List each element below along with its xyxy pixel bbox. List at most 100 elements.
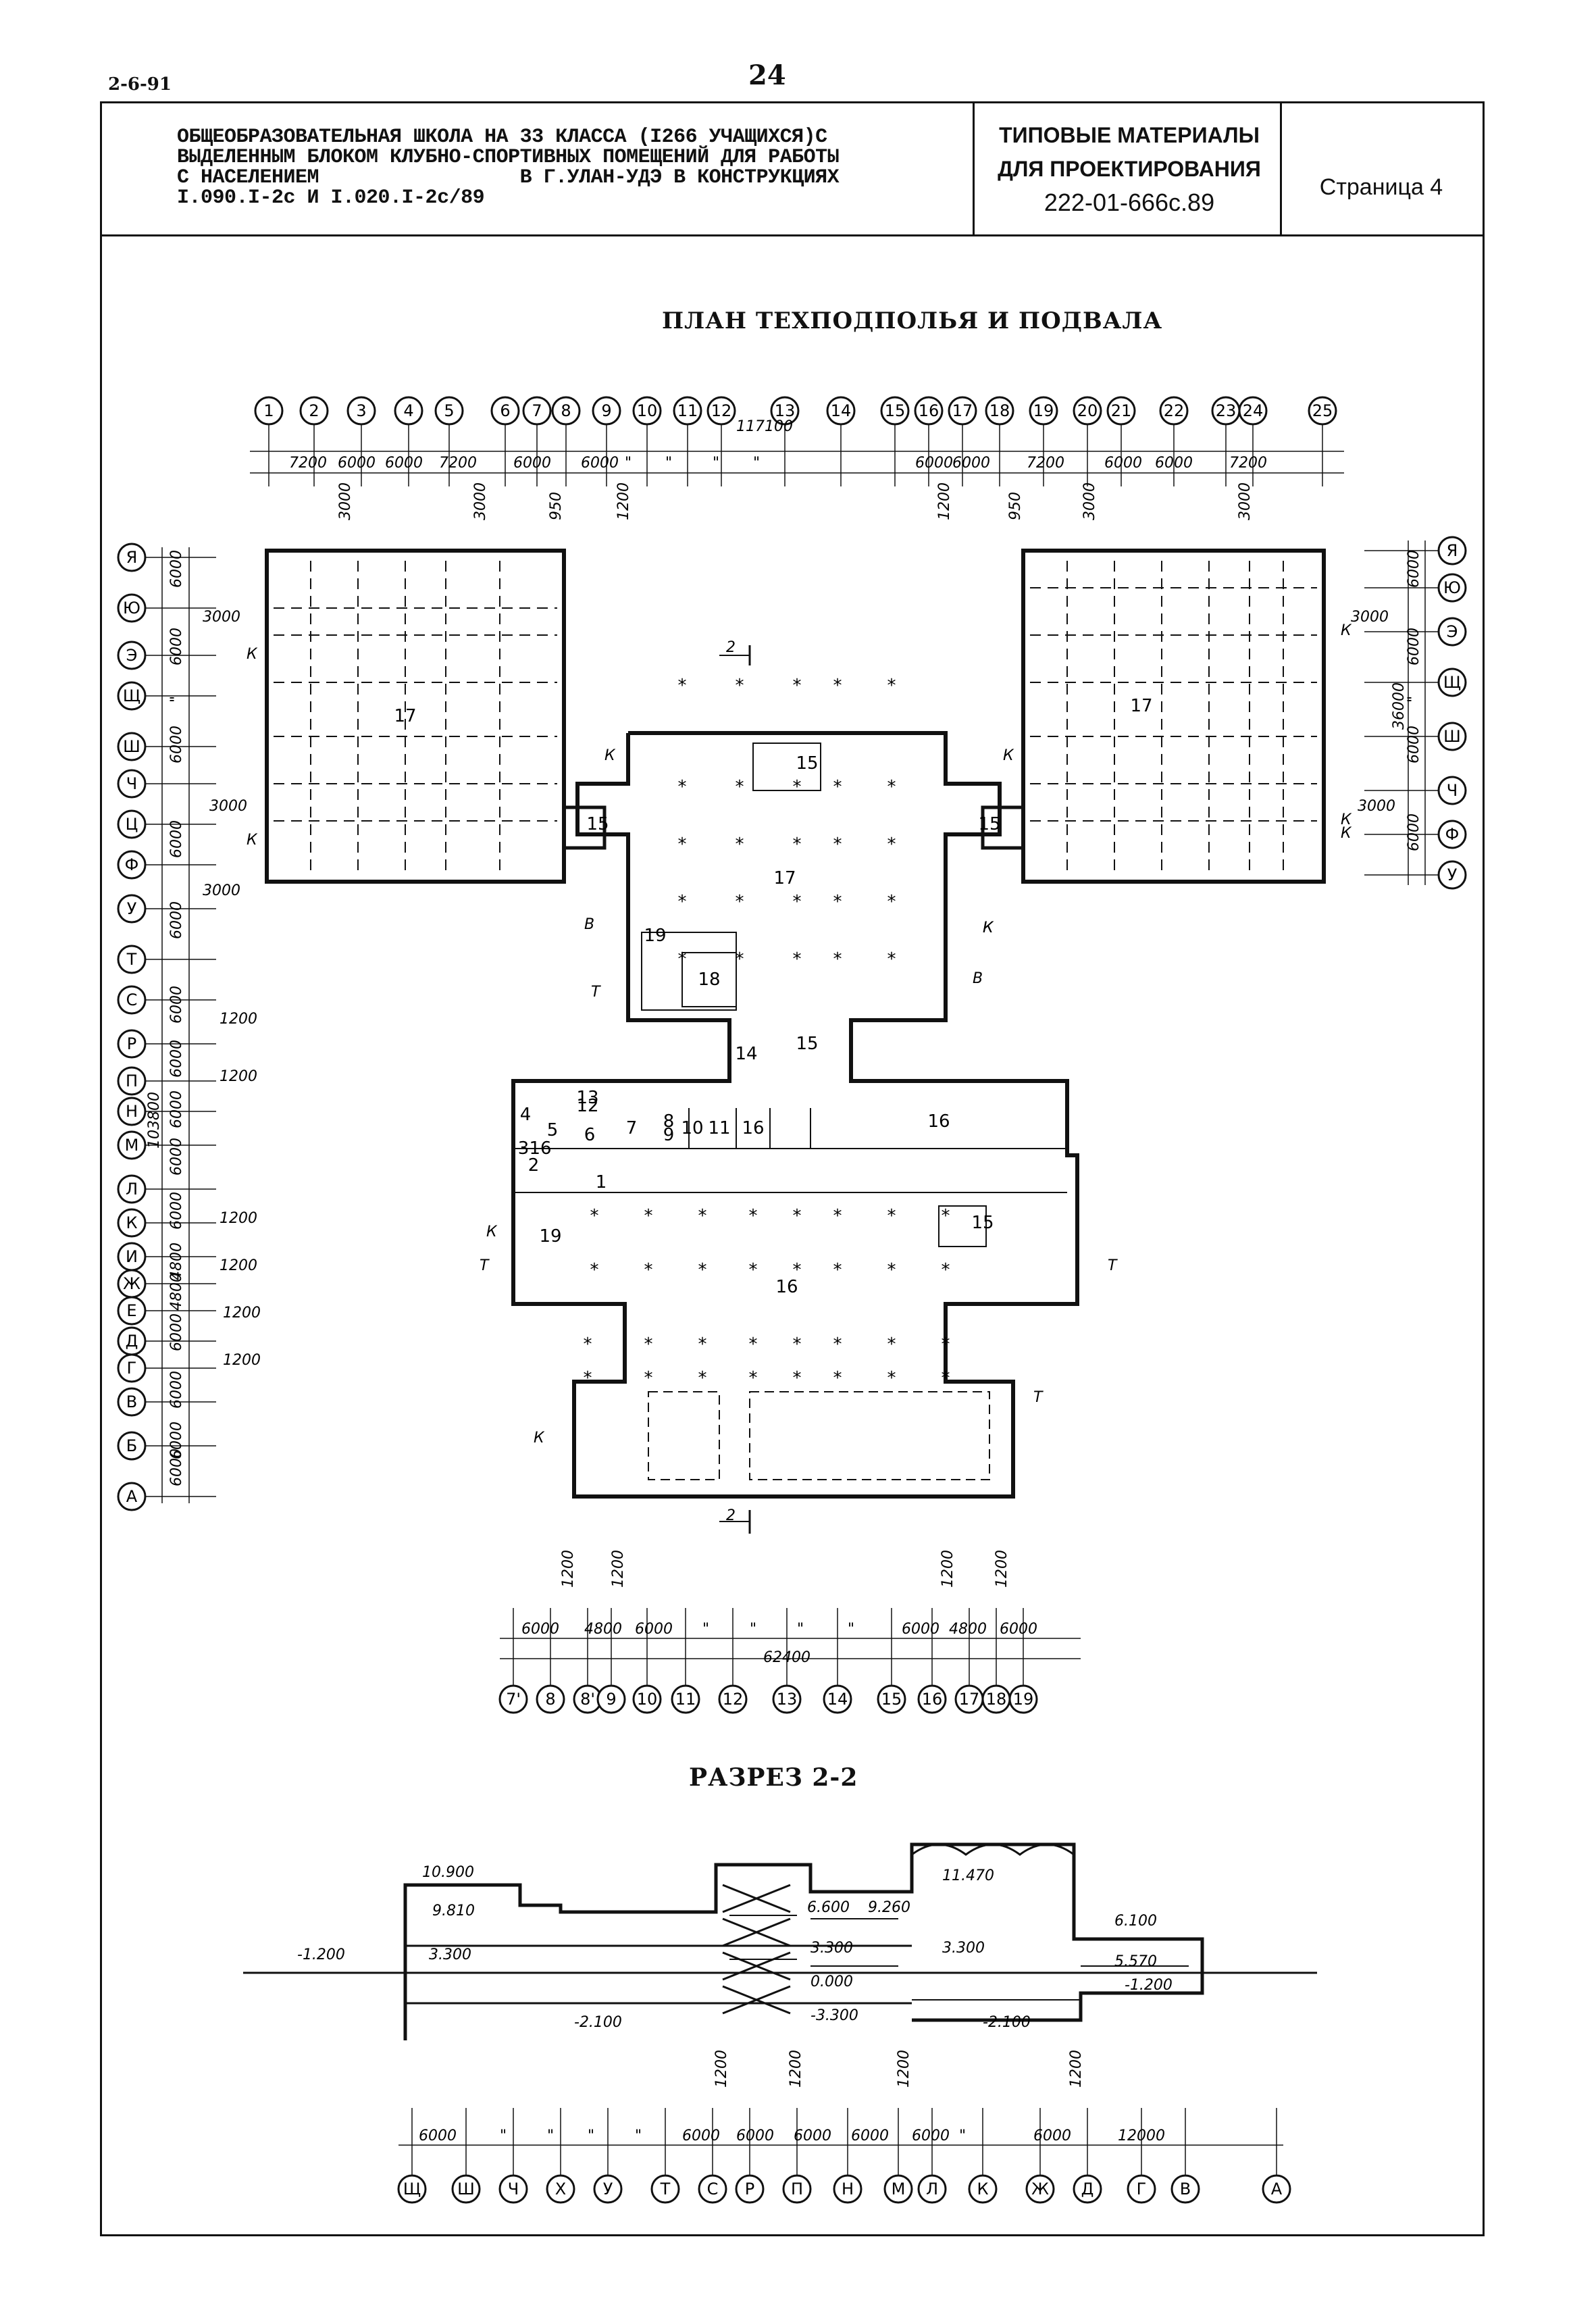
section-dimension: 6000 xyxy=(682,2128,720,2144)
top-dimension: 6000 xyxy=(952,455,990,472)
left-axis-bubble xyxy=(117,1353,147,1383)
right-axis-bubble xyxy=(1437,617,1467,647)
cut-marker: Т xyxy=(1108,1257,1118,1274)
top-axis-bubble xyxy=(1106,396,1136,426)
room-number: 15 xyxy=(796,753,818,774)
level-mark: 11.470 xyxy=(942,1867,994,1884)
left-axis-bubble-label: Л xyxy=(126,1180,138,1199)
left-side-dimension: 1200 xyxy=(220,1068,257,1085)
section-axis-bubble-label: Д xyxy=(1081,2180,1094,2198)
section-axis-bubble-label: Щ xyxy=(403,2180,421,2198)
bottom-dimension: 6000 xyxy=(902,1621,939,1638)
column-mark: * xyxy=(584,1368,592,1388)
room-number: 13 xyxy=(576,1088,598,1108)
column-mark: * xyxy=(942,1368,950,1388)
room-number: 14 xyxy=(735,1044,757,1064)
stair-flight xyxy=(722,1951,791,1981)
left-axis-bubble xyxy=(117,1387,147,1417)
section-axis-bubble xyxy=(1170,2174,1200,2204)
section-dimension: 6000 xyxy=(419,2128,457,2144)
right-axis-bubble xyxy=(1437,776,1467,805)
top-axis-bubble xyxy=(1308,396,1337,426)
right-axis-bubble-label: Щ xyxy=(1443,673,1461,692)
vertical-dimension: 1200 xyxy=(788,2050,804,2088)
top-axis-bubble-label: 8 xyxy=(561,401,571,420)
left-total-dimension: 103800 xyxy=(146,1092,163,1149)
left-axis-bubble-label: Ш xyxy=(123,737,140,756)
level-mark: -3.300 xyxy=(810,2007,858,2024)
roof-arch xyxy=(911,1843,1075,1856)
level-mark: 3.300 xyxy=(810,1940,853,1957)
column-mark: * xyxy=(833,834,842,855)
room-number: 2 xyxy=(528,1155,540,1176)
left-axis-bubble xyxy=(117,985,147,1015)
column-mark: * xyxy=(887,676,896,696)
top-axis-bubble-label: 18 xyxy=(989,401,1010,420)
right-side-dimension: 36000 xyxy=(1391,682,1408,730)
bottom-axis-bubble-label: 7' xyxy=(506,1690,521,1709)
top-axis-bubble-label: 16 xyxy=(919,401,939,420)
left-axis-bubble xyxy=(117,681,147,711)
column-mark: * xyxy=(833,1334,842,1355)
left-dimension: 4800 xyxy=(168,1273,185,1311)
top-axis-bubble xyxy=(299,396,329,426)
left-axis-bubble xyxy=(117,1097,147,1126)
section-axis-bubble xyxy=(546,2174,575,2204)
left-axis-bubble-label: Н xyxy=(126,1102,138,1121)
right-dimension: 6000 xyxy=(1406,550,1422,588)
series-code: 222-01-666с.89 xyxy=(1044,188,1215,216)
right-axis-bubble-label: Ч xyxy=(1447,781,1458,800)
vertical-dimension: 950 xyxy=(548,492,565,520)
left-dimension: 6000 xyxy=(168,1192,185,1230)
left-dimension: 6000 xyxy=(168,726,185,763)
right-dimension: " xyxy=(1406,696,1422,703)
section-axis-bubble-label: Х xyxy=(555,2180,566,2198)
bottom-axis-bubble xyxy=(772,1684,802,1714)
vertical-dimension: 1200 xyxy=(713,2050,730,2088)
section-axis-bubble xyxy=(1262,2174,1291,2204)
vertical-dimension: 3000 xyxy=(1237,482,1254,520)
section-mark: 2 xyxy=(726,1507,736,1524)
connector-wall xyxy=(981,805,1025,850)
section-mark: 2 xyxy=(726,639,736,656)
left-dimension: 6000 xyxy=(168,550,185,588)
left-axis-bubble xyxy=(117,1482,147,1511)
vertical-dimension: 950 xyxy=(1007,492,1024,520)
top-dimension: " xyxy=(713,455,719,472)
left-axis-bubble-label: М xyxy=(125,1136,139,1155)
bottom-axis-bubble-label: 12 xyxy=(723,1690,744,1709)
bottom-axis-bubble-label: 15 xyxy=(881,1690,902,1709)
bottom-axis-bubble xyxy=(632,1684,662,1714)
column-mark: * xyxy=(749,1260,758,1280)
column-mark: * xyxy=(644,1206,653,1226)
top-axis-bubble-label: 23 xyxy=(1216,401,1237,420)
left-side-dimension: 3000 xyxy=(203,882,240,899)
room-number: 4 xyxy=(520,1105,532,1125)
column-mark: * xyxy=(942,1260,950,1280)
left-side-dimension: 3000 xyxy=(209,798,247,815)
title-block-divider xyxy=(1280,101,1282,236)
top-axis-bubble xyxy=(948,396,977,426)
left-axis-bubble-label: В xyxy=(126,1392,137,1411)
column-mark: * xyxy=(793,834,802,855)
cut-marker: К xyxy=(1003,747,1014,764)
column-mark: * xyxy=(644,1260,653,1280)
column-mark: * xyxy=(678,676,687,696)
bottom-axis-bubble xyxy=(498,1684,528,1714)
title-block-divider xyxy=(973,101,975,236)
bottom-axis-bubble-label: 14 xyxy=(827,1690,848,1709)
column-mark: * xyxy=(793,949,802,970)
right-axis-bubble xyxy=(1437,536,1467,565)
left-axis-bubble xyxy=(117,1174,147,1204)
vertical-dimension: 1200 xyxy=(560,1550,577,1588)
section-axis-bubble xyxy=(451,2174,481,2204)
column-mark: * xyxy=(833,1368,842,1388)
top-dimension: 7200 xyxy=(439,455,477,472)
left-dimension: " xyxy=(168,696,185,703)
section-dimension: 6000 xyxy=(912,2128,950,2144)
room-number: 9 xyxy=(663,1125,675,1145)
top-axis-bubble-label: 24 xyxy=(1243,401,1264,420)
left-axis-bubble-label: Б xyxy=(126,1436,137,1455)
top-axis-bubble-label: 25 xyxy=(1312,401,1333,420)
